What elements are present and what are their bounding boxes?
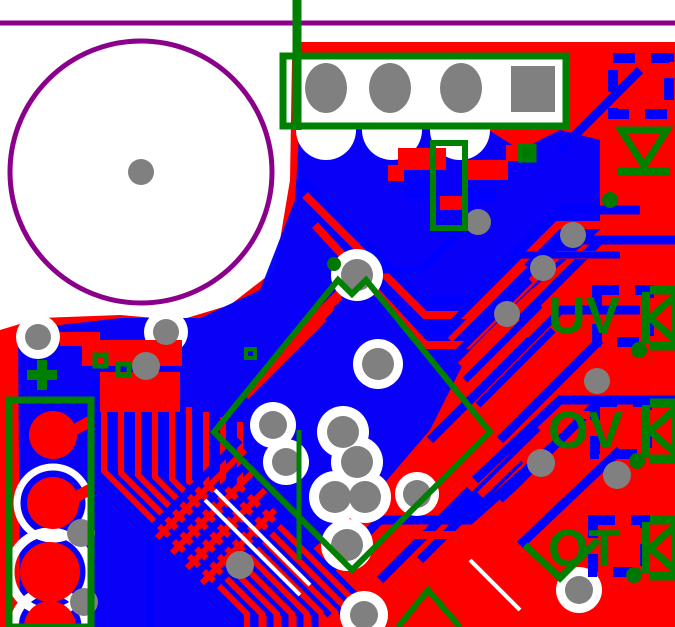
drill-pad [584,368,610,394]
drill-pad [327,416,359,448]
connector-pad-3 [440,63,482,113]
diode-symbol-right-1 [642,285,675,351]
bottom-pad-outline-top-right [608,53,674,119]
smd-pad [24,601,76,627]
drill-pad [530,255,556,281]
via-group [327,145,647,583]
silk-label-ot: OT [548,520,620,578]
via [602,192,618,208]
diode-symbol-group [614,126,675,581]
drill-pad [603,461,631,489]
component-outline-tiny-b [115,361,132,378]
mounting-hole-pad [128,159,154,185]
component-outline-tiny-a [92,352,109,369]
drill-pad [565,576,593,604]
silk-line-bottom-right-chevron [522,537,601,583]
diode-symbol-right-2 [642,398,675,464]
diode-symbol-top [614,126,674,176]
silk-label-uv: UV [548,287,621,345]
via [327,257,341,271]
via [629,453,645,469]
silkscreen-outline-group [5,140,537,627]
drill-pad [341,446,373,478]
qfn-ic-rotated-45[interactable] [209,275,495,575]
silk-label-ov: OV [548,402,623,460]
drill-pad [494,301,520,327]
ic-fanout-southwest-top [154,447,278,586]
drill-pad [560,222,586,248]
component-outline-small-vertical [430,140,468,231]
connector-header-4pin[interactable] [279,52,570,130]
via [631,342,647,358]
drill-pad [25,324,51,350]
component-outline-left-connector [5,396,95,627]
smd-pad-group-left [20,411,95,627]
silkscreen-line-group [292,0,601,627]
mounting-hole-group[interactable] [7,38,275,306]
bottom-traces-diagonal [245,66,675,627]
ic-fanout-right-bottom [442,251,620,408]
silk-line-bottom-chevron [395,585,463,627]
connector-pad-4-square [511,66,555,112]
connector-silk-outline [279,52,570,130]
drill-pad [362,348,394,380]
component-outline-tiny-c [244,347,257,360]
via [626,567,642,583]
drill-pad [465,209,491,235]
drill-pad [153,319,179,345]
drill-pad [259,411,287,439]
connector-pad-2 [369,63,411,113]
connector-pad-1 [305,63,347,113]
ic-fanout-right-top [447,262,548,393]
drill-pad [319,481,351,513]
drill-pad [350,601,378,627]
ic-silk-outline [209,275,495,575]
drill-pad [272,448,300,476]
drill-pad [349,481,381,513]
routing-gaps [203,488,522,612]
drill-pad-group [25,209,631,627]
component-outline-tiny-d [517,143,537,163]
smd-pad [20,542,80,602]
drill-pad [226,551,254,579]
polarity-plus-marker [27,360,57,390]
drill-pad [132,352,160,380]
drill-pad [527,449,555,477]
diode-symbol-right-3 [642,515,675,581]
